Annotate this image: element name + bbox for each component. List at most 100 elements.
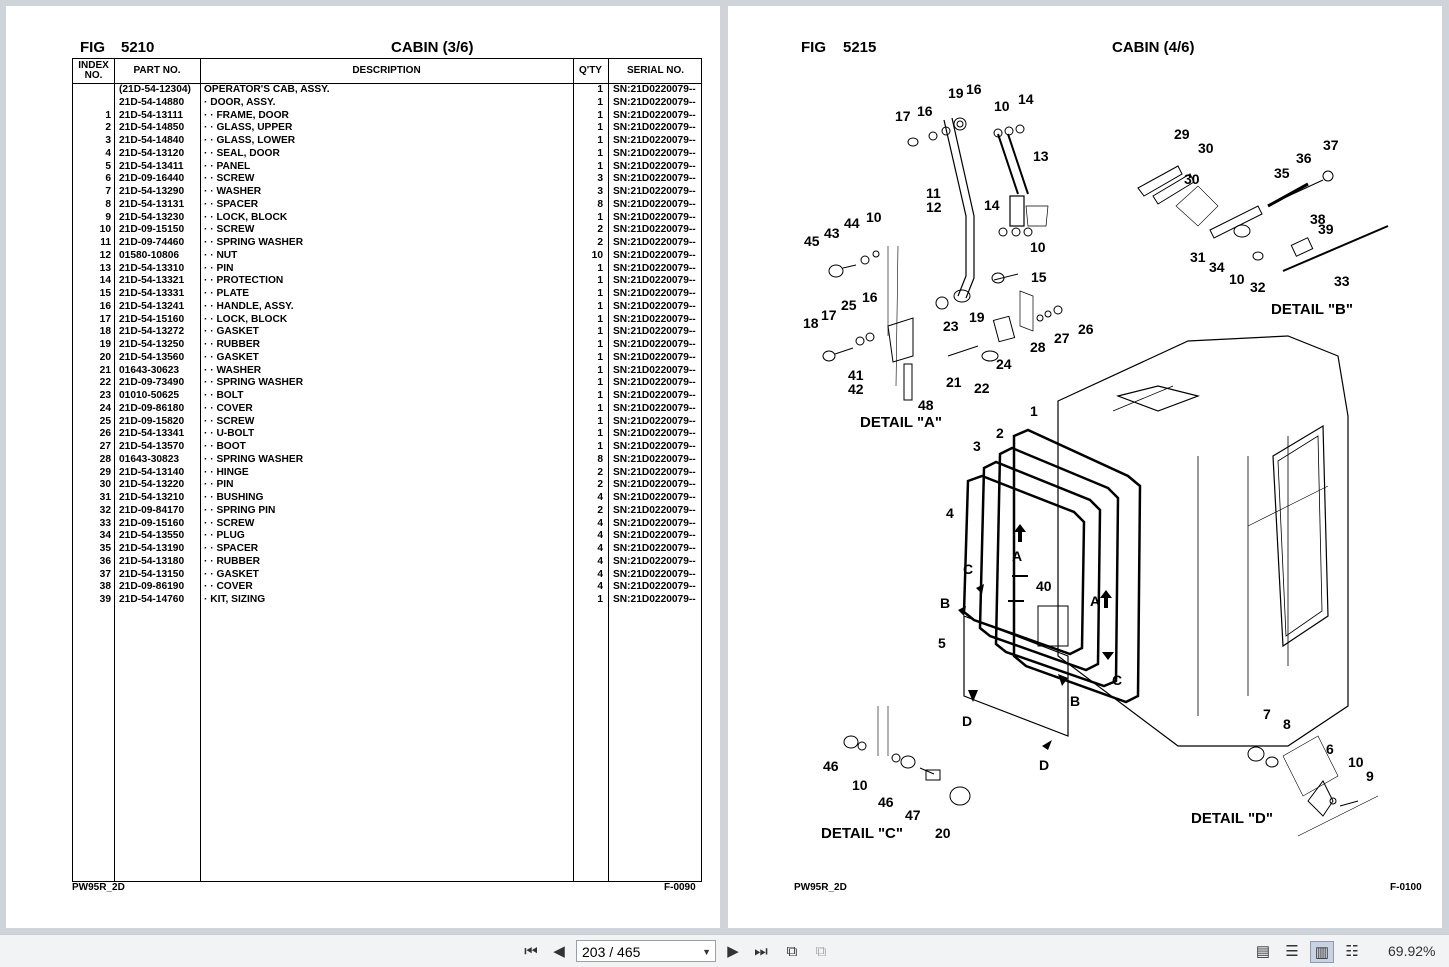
part-number-cell: 21D-54-13150 [119, 568, 185, 580]
description-cell: · · WASHER [204, 364, 262, 376]
quantity-cell: 1 [597, 313, 603, 325]
callout-number: 27 [1054, 330, 1070, 346]
continuous-view-icon[interactable]: ☰ [1285, 943, 1299, 960]
callout-number: 35 [1274, 165, 1290, 181]
serial-cell: SN:21D0220079-- [613, 581, 696, 593]
index-cell: 39 [99, 594, 111, 605]
rotate-forward-icon[interactable]: ⧉ [786, 942, 798, 960]
description-cell: · · BUSHING [204, 492, 264, 503]
chevron-down-icon: ▼ [702, 947, 711, 957]
parts-table: INDEX NO. PART NO. DESCRIPTION Q'TY SERI… [72, 58, 702, 882]
page-separator: / [609, 944, 614, 960]
callout-number: A [1012, 548, 1022, 564]
footer-model: PW95R_2D [72, 882, 125, 893]
description-cell: · · GLASS, UPPER [204, 122, 293, 134]
index-cell: 25 [99, 415, 111, 427]
description-cell: · · SPRING WASHER [204, 237, 304, 248]
part-number-cell: 21D-54-13321 [119, 275, 185, 287]
callout-number: 26 [1078, 321, 1094, 337]
index-cell: 8 [105, 198, 111, 210]
callout-number: 29 [1174, 126, 1190, 142]
part-number-cell: 21D-54-13560 [119, 351, 185, 363]
part-number-cell: 21D-54-13220 [119, 479, 185, 491]
page-number-select[interactable]: 203 / 465 ▼ [576, 940, 716, 962]
callout-number: 4 [946, 505, 954, 521]
description-cell: · KIT, SIZING [204, 594, 266, 605]
zoom-level[interactable]: 69.92% [1388, 943, 1436, 959]
description-cell: · · SPRING WASHER [204, 453, 304, 465]
quantity-cell: 1 [597, 300, 603, 312]
callout-number: 15 [1031, 269, 1047, 285]
index-cell: 13 [99, 262, 111, 274]
serial-cell: SN:21D0220079-- [613, 173, 696, 185]
quantity-cell: 1 [597, 351, 603, 363]
next-page-icon[interactable]: ▶ [727, 943, 739, 960]
quantity-cell: 1 [597, 147, 603, 159]
part-number-cell: 21D-09-84170 [119, 504, 185, 516]
two-page-continuous-icon[interactable]: ☷ [1345, 943, 1359, 960]
callout-number: 42 [848, 381, 864, 397]
quantity-cell: 4 [597, 555, 603, 567]
quantity-cell: 4 [597, 517, 603, 529]
quantity-cell: 8 [597, 453, 603, 465]
single-page-view-icon[interactable]: ▤ [1255, 943, 1271, 960]
last-page-icon[interactable]: ⏭ [754, 942, 768, 960]
previous-page-icon[interactable]: ◀ [553, 943, 565, 960]
quantity-cell: 4 [597, 581, 603, 593]
description-cell: · · SCREW [204, 224, 255, 236]
description-cell: · · GASKET [204, 568, 259, 580]
part-number-cell: 21D-54-14760 [119, 594, 185, 605]
serial-cell: SN:21D0220079-- [613, 224, 696, 236]
callout-number: 16 [862, 289, 878, 305]
index-cell: 34 [99, 530, 111, 542]
quantity-cell: 2 [597, 237, 603, 248]
rotate-back-icon[interactable]: ⧉ [815, 942, 827, 960]
callout-number: D [1039, 757, 1049, 773]
callout-number: 10 [1030, 239, 1046, 255]
detail-d-label: DETAIL "D" [1191, 810, 1273, 827]
callout-number: 10 [852, 777, 868, 793]
serial-cell: SN:21D0220079-- [613, 109, 696, 121]
first-page-icon[interactable]: ⏮ [524, 942, 538, 960]
serial-cell: SN:21D0220079-- [613, 288, 696, 299]
detail-c-label: DETAIL "C" [821, 825, 903, 842]
callout-number: 47 [905, 807, 921, 823]
part-number-cell: 21D-54-15160 [119, 313, 185, 325]
serial-cell: SN:21D0220079-- [613, 84, 696, 95]
callout-number: 44 [844, 215, 860, 231]
two-page-view-icon[interactable]: ▥ [1310, 941, 1334, 963]
callout-number: 10 [994, 98, 1010, 114]
description-cell: · · PLUG [204, 530, 245, 542]
serial-cell: SN:21D0220079-- [613, 377, 696, 389]
callout-number: 16 [917, 103, 933, 119]
callout-number: 41 [848, 367, 864, 383]
serial-cell: SN:21D0220079-- [613, 160, 696, 172]
serial-cell: SN:21D0220079-- [613, 300, 696, 312]
description-cell: · · PIN [204, 262, 234, 274]
description-cell: · · PANEL [204, 160, 251, 172]
callout-number: 32 [1250, 279, 1266, 295]
description-cell: · · SPRING PIN [204, 504, 276, 516]
part-number-cell: (21D-54-12304) [119, 84, 191, 95]
callout-number: 1 [1030, 403, 1038, 419]
callout-number: 46 [823, 758, 839, 774]
callout-number: 10 [1348, 754, 1364, 770]
description-cell: · · GASKET [204, 326, 259, 338]
quantity-cell: 1 [597, 441, 603, 452]
callout-number: 46 [878, 794, 894, 810]
